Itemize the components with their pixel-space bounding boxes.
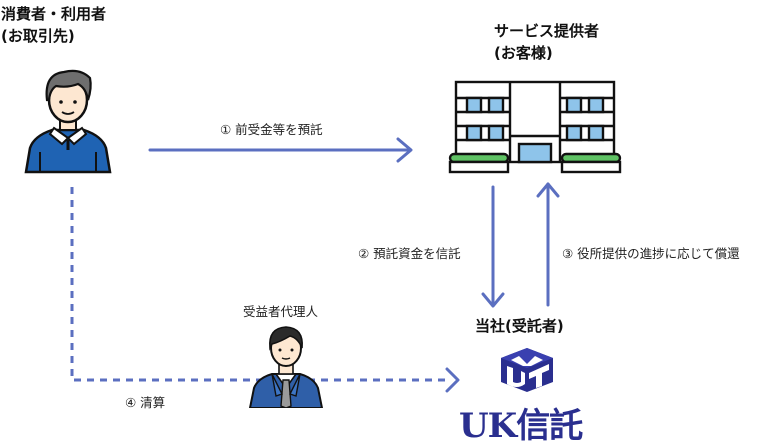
- uk-trust-logo-text: UK信託: [459, 406, 583, 446]
- arrow-settlement-head: [445, 367, 460, 393]
- arrow-deposit-head: [396, 137, 413, 163]
- trustee-title: 当社(受託者): [475, 317, 564, 335]
- provider-title-line2: (お客様): [494, 44, 553, 62]
- arrow-trust-funds-head: [481, 292, 505, 308]
- building-icon: [448, 80, 622, 174]
- businessman-icon: [248, 326, 324, 408]
- provider-title: サービス提供者 (お客様): [494, 20, 599, 64]
- flow-label-deposit: ① 前受金等を預託: [220, 122, 323, 137]
- arrow-redemption-head: [536, 182, 560, 198]
- uk-trust-cube-logo-icon: [501, 348, 553, 392]
- agent-title: 受益者代理人: [243, 304, 319, 319]
- flow-label-trust-funds: ② 預託資金を信託: [358, 246, 461, 261]
- elderly-man-icon: [24, 69, 112, 174]
- provider-title-line1: サービス提供者: [494, 22, 600, 40]
- arrow-settlement: [70, 187, 450, 382]
- flow-label-redemption: ③ 役所提供の進捗に応じて償還: [562, 246, 740, 261]
- consumer-title-line2: (お取引先): [1, 27, 75, 45]
- consumer-title: 消費者・利用者 (お取引先): [1, 3, 106, 47]
- consumer-title-line1: 消費者・利用者: [1, 5, 107, 23]
- flow-label-settlement: ④ 清算: [125, 395, 166, 410]
